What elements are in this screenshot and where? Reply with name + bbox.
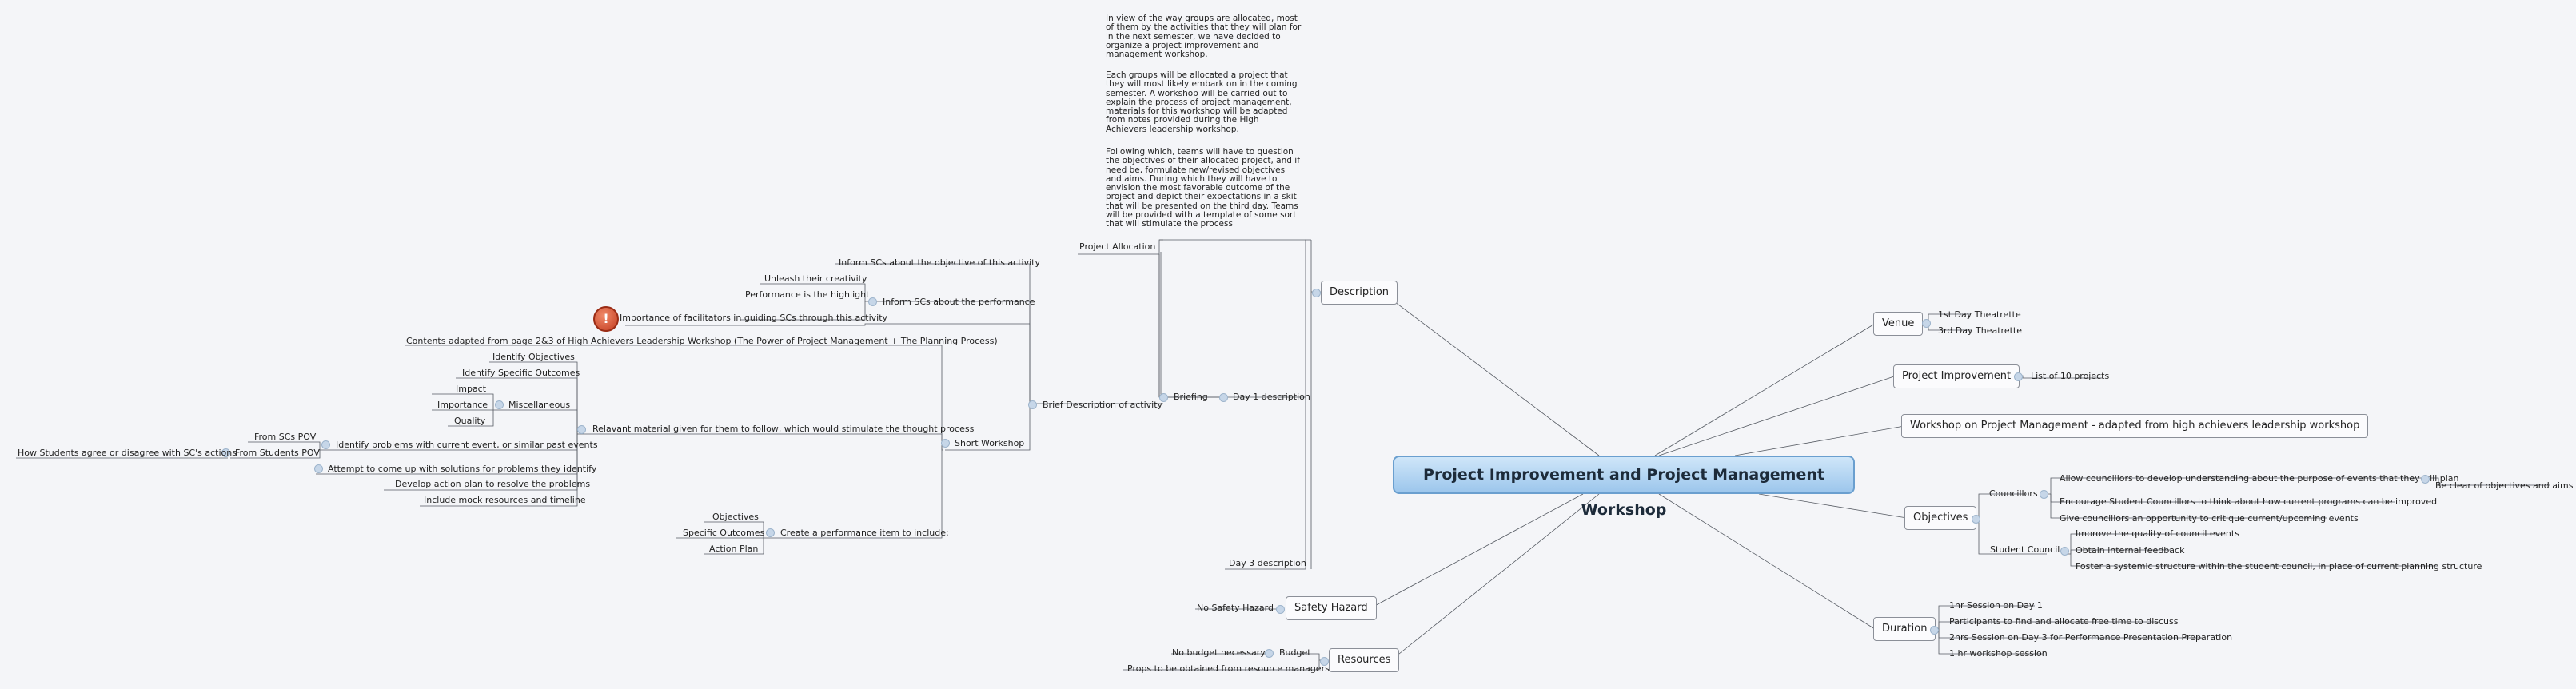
description-paragraph-2: Each groups will be allocated a project …: [1106, 70, 1298, 134]
councillors-node[interactable]: Councillors: [1989, 488, 2038, 499]
collapse-knob[interactable]: [577, 425, 586, 434]
contents-adapted[interactable]: Contents adapted from page 2&3 of High A…: [406, 336, 998, 346]
workshop-pm-node[interactable]: Workshop on Project Management - adapted…: [1901, 414, 2369, 438]
description-paragraph-1: In view of the way groups are allocated,…: [1106, 14, 1302, 60]
venue-day1[interactable]: 1st Day Theatrette: [1938, 309, 2021, 320]
description-node[interactable]: Description: [1321, 281, 1398, 305]
props-resource[interactable]: Props to be obtained from resource manag…: [1127, 663, 1330, 674]
collapse-knob[interactable]: [1930, 626, 1939, 635]
allow-councillors[interactable]: Allow councillors to develop understandi…: [2060, 473, 2459, 484]
misc-importance[interactable]: Importance: [437, 400, 488, 410]
misc-quality[interactable]: Quality: [454, 416, 486, 426]
collapse-knob[interactable]: [314, 464, 323, 473]
day3-description[interactable]: Day 3 description: [1229, 558, 1306, 568]
collapse-knob[interactable]: [1159, 393, 1168, 402]
collapse-knob[interactable]: [2421, 475, 2430, 484]
foster-structure[interactable]: Foster a systemic structure within the s…: [2076, 561, 2482, 572]
collapse-knob[interactable]: [1320, 657, 1329, 666]
day1-description[interactable]: Day 1 description: [1233, 392, 1310, 402]
collapse-knob[interactable]: [868, 297, 877, 306]
relevant-material[interactable]: Relavant material given for them to foll…: [592, 424, 975, 434]
inform-performance[interactable]: Inform SCs about the performance: [883, 297, 1035, 307]
attempt-solutions[interactable]: Attempt to come up with solutions for pr…: [328, 464, 597, 474]
collapse-knob[interactable]: [1922, 319, 1931, 328]
collapse-knob[interactable]: [1276, 605, 1285, 614]
collapse-knob[interactable]: [2060, 547, 2069, 556]
identify-objectives[interactable]: Identify Objectives: [492, 352, 575, 362]
item-action-plan[interactable]: Action Plan: [709, 544, 759, 554]
brief-description[interactable]: Brief Description of activity: [1043, 400, 1163, 410]
no-budget[interactable]: No budget necessary: [1172, 647, 1266, 658]
collapse-knob[interactable]: [2040, 490, 2048, 499]
misc-impact[interactable]: Impact: [456, 384, 487, 394]
list-of-projects[interactable]: List of 10 projects: [2031, 371, 2110, 381]
develop-action-plan[interactable]: Develop action plan to resolve the probl…: [395, 479, 591, 489]
project-allocation[interactable]: Project Allocation: [1079, 241, 1156, 252]
identify-outcomes[interactable]: Identify Specific Outcomes: [462, 368, 580, 378]
safety-hazard-node[interactable]: Safety Hazard: [1286, 596, 1377, 620]
item-specific-outcomes[interactable]: Specific Outcomes: [683, 528, 765, 538]
importance-facilitators[interactable]: Importance of facilitators in guiding SC…: [620, 313, 888, 323]
collapse-knob[interactable]: [321, 440, 330, 449]
budget-node[interactable]: Budget: [1279, 647, 1311, 658]
duration-node[interactable]: Duration: [1873, 617, 1936, 641]
briefing-node[interactable]: Briefing: [1174, 392, 1208, 402]
be-clear[interactable]: Be clear of objectives and aims: [2435, 480, 2574, 491]
how-students-agree[interactable]: How Students agree or disagree with SC's…: [18, 448, 237, 458]
from-scs-pov[interactable]: From SCs POV: [254, 432, 317, 442]
short-workshop[interactable]: Short Workshop: [955, 438, 1025, 448]
miscellaneous[interactable]: Miscellaneous: [508, 400, 571, 410]
duration-day1[interactable]: 1hr Session on Day 1: [1949, 600, 2043, 611]
identify-problems[interactable]: Identify problems with current event, or…: [336, 440, 598, 450]
collapse-knob[interactable]: [1219, 393, 1228, 402]
description-paragraph-3: Following which, teams will have to ques…: [1106, 147, 1300, 229]
duration-day3[interactable]: 2hrs Session on Day 3 for Performance Pr…: [1949, 632, 2233, 643]
student-council-node[interactable]: Student Council: [1990, 544, 2060, 555]
collapse-knob[interactable]: [221, 448, 230, 457]
item-objectives[interactable]: Objectives: [712, 512, 759, 522]
collapse-knob[interactable]: [941, 439, 950, 448]
collapse-knob[interactable]: [495, 400, 504, 409]
collapse-knob[interactable]: [1972, 515, 1980, 524]
venue-day3[interactable]: 3rd Day Theatrette: [1938, 325, 2022, 336]
duration-workshop[interactable]: 1 hr workshop session: [1949, 648, 2048, 659]
unleash-creativity[interactable]: Unleash their creativity: [764, 273, 867, 284]
obtain-feedback[interactable]: Obtain internal feedback: [2076, 545, 2185, 556]
inform-objective[interactable]: Inform SCs about the objective of this a…: [839, 257, 1040, 268]
collapse-knob[interactable]: [1312, 289, 1321, 297]
collapse-knob[interactable]: [766, 528, 775, 537]
collapse-knob[interactable]: [2014, 372, 2023, 381]
central-topic[interactable]: Project Improvement and Project Manageme…: [1393, 456, 1855, 519]
encourage-councillors[interactable]: Encourage Student Councillors to think a…: [2060, 496, 2438, 507]
improve-quality[interactable]: Improve the quality of council events: [2076, 528, 2239, 539]
from-students-pov[interactable]: From Students POV: [235, 448, 320, 458]
duration-discuss[interactable]: Participants to find and allocate free t…: [1949, 616, 2179, 627]
create-performance-item[interactable]: Create a performance item to include:: [780, 528, 949, 538]
resources-node[interactable]: Resources: [1329, 648, 1400, 672]
give-councillors[interactable]: Give councillors an opportunity to criti…: [2060, 513, 2359, 524]
project-improvement-node[interactable]: Project Improvement: [1893, 364, 2020, 388]
objectives-node[interactable]: Objectives: [1904, 506, 1977, 530]
venue-node[interactable]: Venue: [1873, 312, 1924, 336]
warning-icon: !: [593, 306, 619, 332]
collapse-knob[interactable]: [1028, 400, 1037, 409]
performance-highlight[interactable]: Performance is the highlight: [745, 289, 870, 300]
collapse-knob[interactable]: [1265, 649, 1274, 658]
no-safety-hazard[interactable]: No Safety Hazard: [1197, 603, 1274, 613]
include-mock[interactable]: Include mock resources and timeline: [424, 495, 586, 505]
